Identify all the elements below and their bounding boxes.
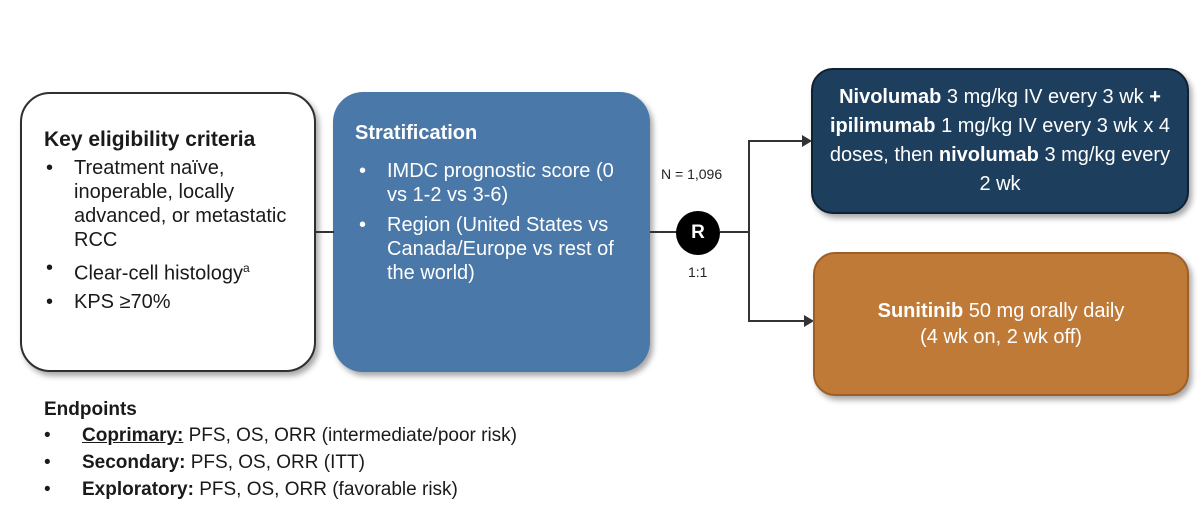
endpoint-item-coprimary: Coprimary: PFS, OS, ORR (intermediate/po… [44,424,517,448]
arrowhead-nivolumab-icon [802,135,812,147]
arrowhead-sunitinib-icon [804,315,814,327]
sunitinib-arm: Sunitinib 50 mg orally daily(4 wk on, 2 … [813,252,1189,396]
randomization-ratio-label: 1:1 [688,264,708,280]
stratification-box: Stratification IMDC prognostic score (0 … [333,92,650,372]
eligibility-item: Clear-cell histologya [44,256,294,286]
endpoints-section: Endpoints Coprimary: PFS, OS, ORR (inter… [44,399,517,502]
connector-stratification-randomization [650,231,678,233]
branch-vertical-line [748,140,750,322]
nivolumab-arm-text: Nivolumab 3 mg/kg IV every 3 wk + ipilim… [829,86,1171,195]
connector-eligibility-stratification [316,231,334,233]
endpoint-item-secondary: Secondary: PFS, OS, ORR (ITT) [44,451,517,475]
footnote-marker: a [242,261,250,275]
randomization-circle: R [676,211,720,255]
eligibility-item: Treatment naïve, inoperable, locally adv… [44,156,294,252]
endpoint-item-exploratory: Exploratory: PFS, OS, ORR (favorable ris… [44,478,517,502]
sunitinib-arm-text: Sunitinib 50 mg orally daily(4 wk on, 2 … [877,300,1125,348]
stratification-item: Region (United States vs Canada/Europe v… [355,213,632,285]
endpoints-list: Coprimary: PFS, OS, ORR (intermediate/po… [44,424,517,502]
sample-size-label: N = 1,096 [661,166,723,182]
eligibility-list: Treatment naïve, inoperable, locally adv… [44,156,294,314]
endpoints-title: Endpoints [44,399,137,420]
eligibility-criteria-box: Key eligibility criteria Treatment naïve… [20,92,316,372]
connector-randomization-branch [720,231,749,233]
stratification-list: IMDC prognostic score (0 vs 1-2 vs 3-6) … [355,159,632,285]
branch-line-nivolumab [748,140,804,142]
nivolumab-ipilimumab-arm: Nivolumab 3 mg/kg IV every 3 wk + ipilim… [811,68,1189,214]
stratification-title: Stratification [355,122,478,144]
stratification-item: IMDC prognostic score (0 vs 1-2 vs 3-6) [355,159,632,207]
eligibility-title: Key eligibility criteria [44,128,256,151]
branch-line-sunitinib [748,320,806,322]
eligibility-item-text: Clear-cell histology [74,262,243,285]
eligibility-item: KPS ≥70% [44,290,294,314]
